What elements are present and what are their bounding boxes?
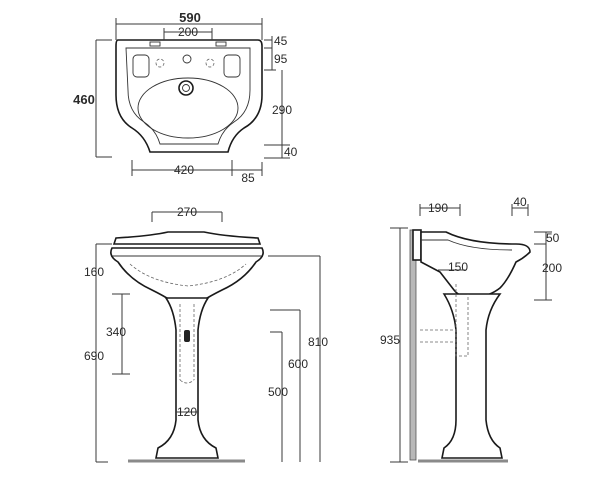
pedestal-front xyxy=(155,297,219,459)
pedestal-side xyxy=(441,293,503,459)
dim-pedestal-top-width: 270 xyxy=(177,205,197,219)
dim-total-height: 935 xyxy=(380,333,400,347)
dim-rim-front: 40 xyxy=(513,195,527,209)
soap-recess-right xyxy=(223,54,241,78)
basin-side-profile xyxy=(420,231,531,299)
dim-front-offset: 85 xyxy=(241,171,255,185)
tap-hole-left-icon xyxy=(155,58,165,68)
side-view: 190 40 50 200 150 935 xyxy=(380,195,562,463)
dim-basin-height: 160 xyxy=(84,265,104,279)
basin-front-rim xyxy=(112,231,262,245)
dim-tap-hole-offset: 95 xyxy=(274,52,288,66)
dim-pedestal-base-width: 120 xyxy=(177,405,197,419)
dim-front-width: 420 xyxy=(174,163,194,177)
drain-icon xyxy=(178,80,194,96)
dim-wall-to-tap: 190 xyxy=(428,201,448,215)
dim-overall-width: 590 xyxy=(179,10,201,25)
dim-waste-projection: 150 xyxy=(448,260,468,274)
dim-tap-holes-spacing: 200 xyxy=(178,25,198,39)
dim-outlet-height: 500 xyxy=(268,385,288,399)
dim-rim-thickness: 50 xyxy=(546,231,560,245)
dim-waste-height: 340 xyxy=(106,325,126,339)
waste-outlet-icon xyxy=(184,330,190,342)
dim-rim-to-waste: 690 xyxy=(84,349,104,363)
top-view: 590 200 460 45 95 290 40 420 85 xyxy=(73,10,298,185)
dim-floor-to-rim: 810 xyxy=(308,335,328,349)
basin-top-inner-rim xyxy=(125,47,251,145)
dim-pedestal-height: 600 xyxy=(288,357,308,371)
dim-back-edge-offset: 45 xyxy=(274,34,288,48)
dim-depth: 460 xyxy=(73,92,95,107)
soap-recess-left xyxy=(132,54,150,78)
dim-front-lip: 40 xyxy=(284,145,298,159)
tap-hole-right-icon xyxy=(205,58,215,68)
basin-top-outline xyxy=(115,39,263,153)
dim-bowl-depth: 290 xyxy=(272,103,292,117)
dim-bowl-height: 200 xyxy=(542,261,562,275)
wall xyxy=(409,229,417,461)
front-view: 270 160 690 340 810 600 500 120 xyxy=(84,205,328,463)
basin-top-bowl xyxy=(137,77,239,139)
tap-hole-center-icon xyxy=(182,54,192,64)
